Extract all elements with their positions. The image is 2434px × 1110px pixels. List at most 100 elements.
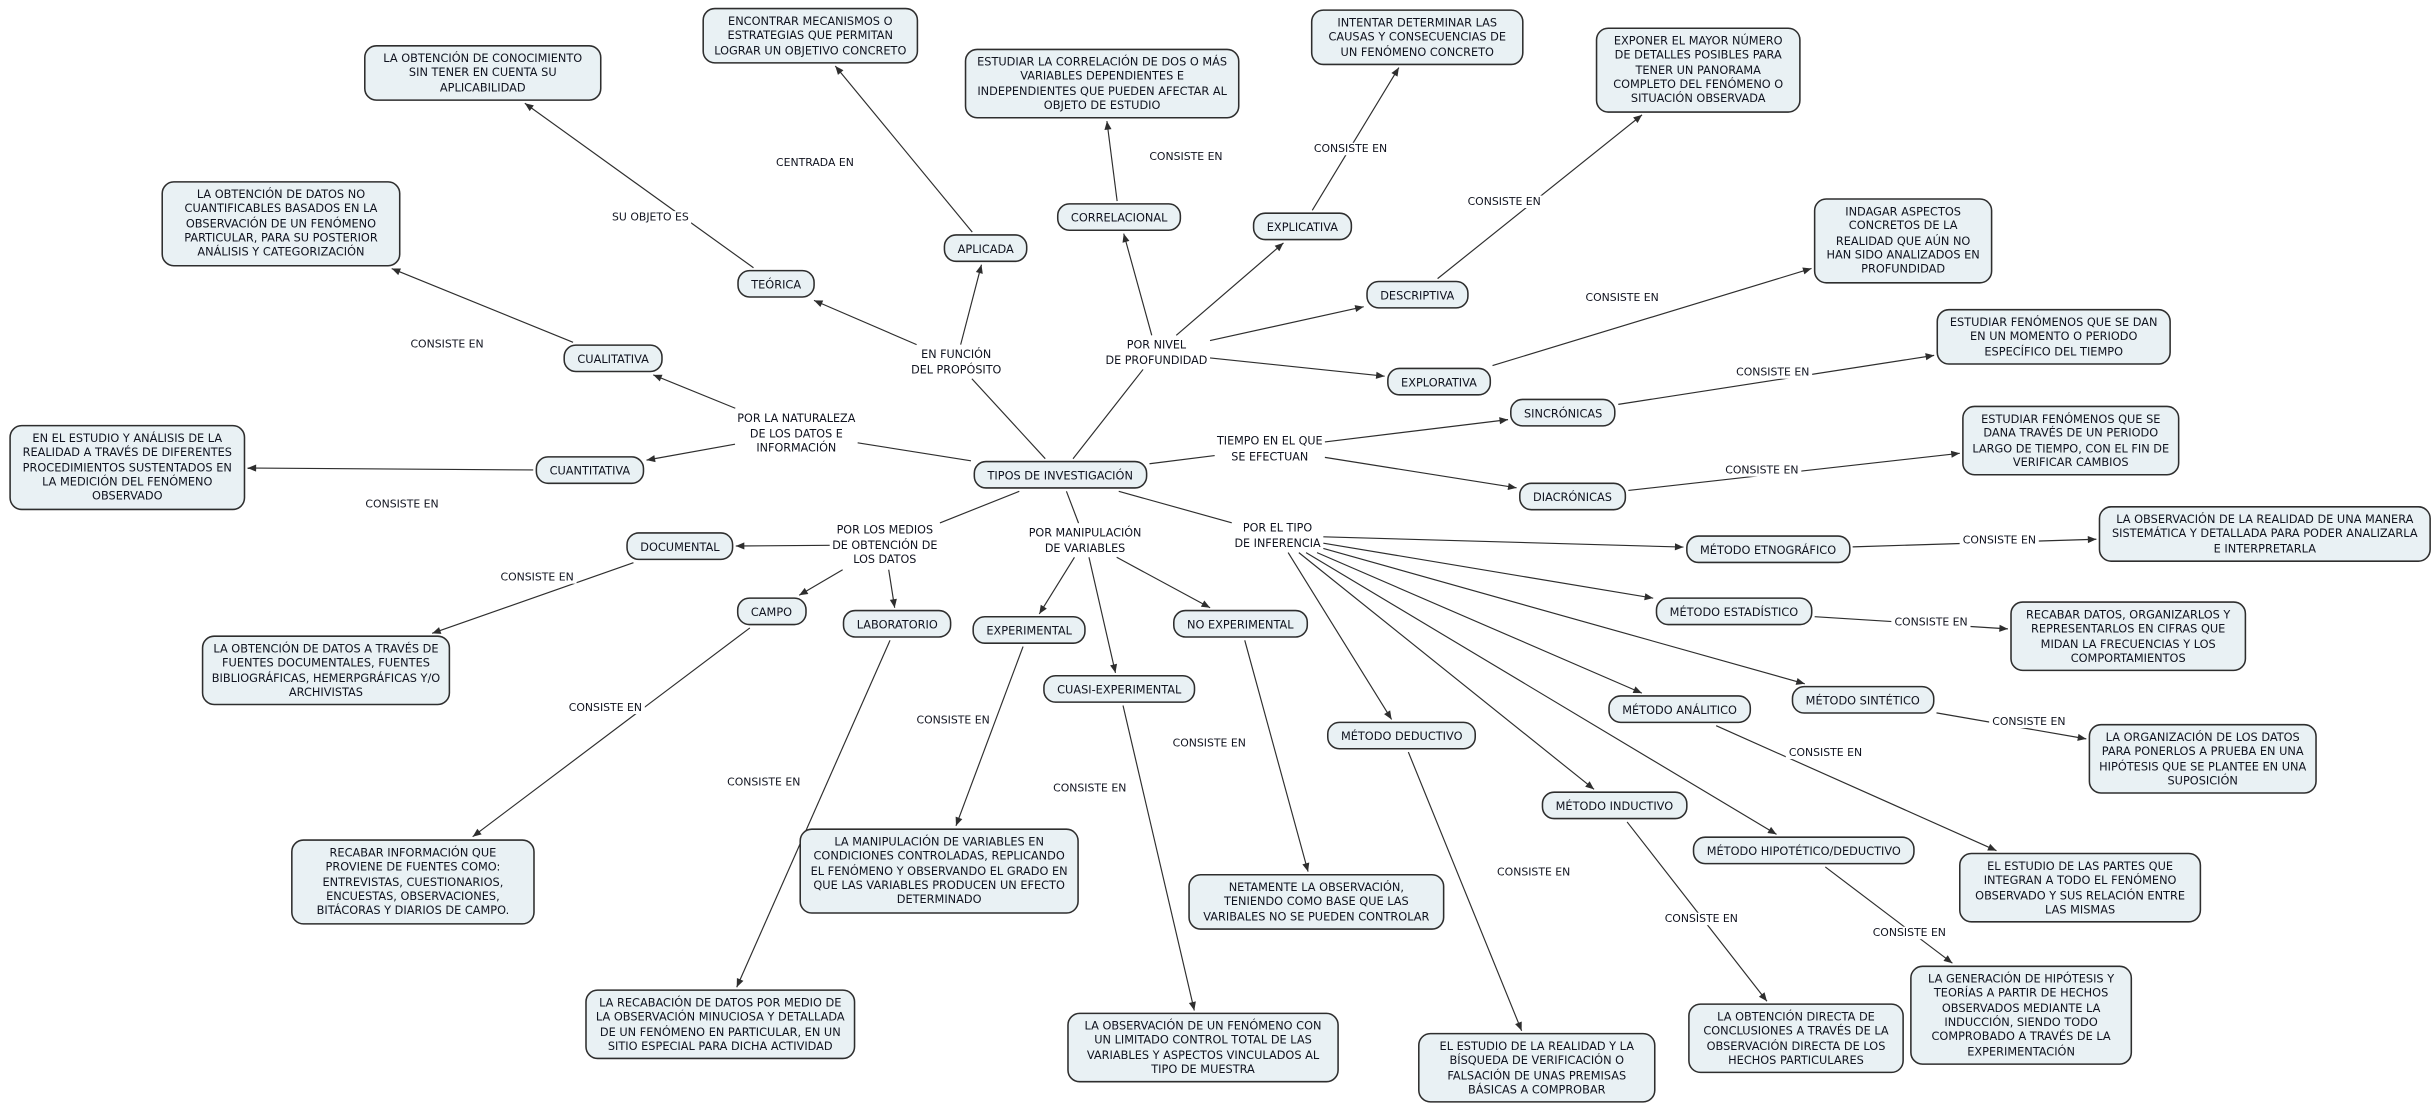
concept-node-explorativa[interactable]: EXPLORATIVA [1387,367,1491,397]
concept-node-teorica[interactable]: TEÓRICA [737,269,816,299]
concept-node-documental[interactable]: DOCUMENTAL [626,532,734,561]
concept-node-d-experimental[interactable]: LA MANIPULACIÓN DE VARIABLES EN CONDICIO… [799,828,1079,914]
concept-node-d-sincronicas[interactable]: ESTUDIAR FENÓMENOS QUE SE DAN EN UN MOME… [1936,308,2171,365]
concept-node-d-explorativa[interactable]: INDAGAR ASPECTOS CONCRETOS DE LA REALIDA… [1813,198,1993,284]
concept-node-d-documental[interactable]: LA OBTENCIÓN DE DATOS A TRAVÉS DE FUENTE… [201,635,451,706]
link-phrase-b-naturaleza[interactable]: POR LA NATURALEZA DE LOS DATOS E INFORMA… [737,410,856,455]
arrowhead-icon [735,542,745,550]
link-phrase-b-inferencia[interactable]: POR EL TIPO DE INFERENCIA [1234,520,1321,550]
connector-line [1324,456,1517,489]
link-label[interactable]: CONSISTE EN [1959,533,2040,547]
link-phrase-b-tiempo[interactable]: TIEMPO EN EL QUE SE EFECTUAN [1216,433,1323,463]
link-label[interactable]: CONSISTE EN [407,338,487,351]
concept-node-d-mdeductivo[interactable]: EL ESTUDIO DE LA REALIDAD Y LA BÍSQUEDA … [1418,1032,1656,1104]
link-label[interactable]: CONSISTE EN [497,571,577,584]
concept-node-mestadistico[interactable]: MÉTODO ESTADÍSTICO [1655,597,1813,626]
link-label[interactable]: CONSISTE EN [1169,737,1249,750]
arrowhead-icon [1200,600,1211,608]
link-label[interactable]: CONSISTE EN [565,701,646,715]
link-label[interactable]: CENTRADA EN [772,156,857,170]
concept-node-tipos[interactable]: TIPOS DE INVESTIGACIÓN [973,460,1147,490]
concept-node-descriptiva[interactable]: DESCRIPTIVA [1366,280,1469,310]
concept-node-d-campo[interactable]: RECABAR INFORMACIÓN QUE PROVIENE DE FUEN… [291,839,535,925]
connector-line [1407,751,1523,1031]
link-label[interactable]: CONSISTE EN [1989,715,2069,729]
connector-line [1065,491,1080,524]
concept-node-manalitico[interactable]: MÉTODO ANÁLITICO [1608,695,1751,724]
concept-node-mhipotetico[interactable]: MÉTODO HIPOTÉTICO/DEDUCTIVO [1692,836,1915,865]
connector-line [1072,369,1144,460]
arrowhead-icon [835,65,844,75]
connector-line [431,562,634,634]
concept-node-noexp[interactable]: NO EXPERIMENTAL [1173,609,1308,639]
concept-node-d-aplicada[interactable]: ENCONTRAR MECANISMOS O ESTRATEGIAS QUE P… [702,7,919,64]
link-label[interactable]: CONSISTE EN [1891,616,1971,629]
arrowhead-icon [1758,992,1767,1002]
link-label[interactable]: CONSISTE EN [1785,746,1866,760]
concept-node-d-laboratorio[interactable]: LA RECABACIÓN DE DATOS POR MEDIO DE LA O… [585,989,856,1060]
arrowhead-icon [1110,663,1118,673]
link-label[interactable]: CONSISTE EN [1146,150,1226,163]
link-label[interactable]: CONSISTE EN [1493,866,1574,879]
concept-node-campo[interactable]: CAMPO [736,597,807,626]
link-label[interactable]: SU OBJETO ES [608,211,692,224]
link-label[interactable]: CONSISTE EN [1733,366,1813,379]
link-phrase-b-manipulacion[interactable]: POR MANIPULACIÓN DE VARIABLES [1028,525,1142,555]
arrowhead-icon [1039,604,1047,614]
connector-line [653,374,736,409]
link-label[interactable]: CONSISTE EN [1582,291,1662,305]
link-phrase-b-nivel[interactable]: POR NIVEL DE PROFUNDIDAD [1105,337,1208,367]
link-phrase-b-proposito[interactable]: EN FUNCIÓN DEL PROPÓSITO [911,346,1002,376]
concept-node-d-teorica[interactable]: LA OBTENCIÓN DE CONOCIMIENTO SIN TENER E… [364,45,602,101]
link-label[interactable]: CONSISTE EN [724,776,804,789]
concept-node-aplicada[interactable]: APLICADA [943,234,1028,263]
concept-node-d-cuantitativa[interactable]: EN EL ESTUDIO Y ANÁLISIS DE LA REALIDAD … [9,424,246,510]
concept-node-d-mhipotetico[interactable]: LA GENERACIÓN DE HIPÓTESIS Y TEORÍAS A P… [1910,965,2133,1065]
link-label[interactable]: CONSISTE EN [1049,782,1130,795]
concept-node-minductivo[interactable]: MÉTODO INDUCTIVO [1541,791,1688,820]
connector-line [960,264,983,345]
concept-node-d-cualitativa[interactable]: LA OBTENCIÓN DE DATOS NO CUANTIFICABLES … [161,181,401,266]
arrowhead-icon [2087,535,2097,544]
concept-node-metnografico[interactable]: MÉTODO ETNOGRÁFICO [1686,535,1851,564]
connector-line [1149,454,1215,465]
concept-node-d-minductivo[interactable]: LA OBTENCIÓN DIRECTA DE CONCLUSIONES A T… [1688,1003,1904,1074]
connector-line [857,442,972,462]
concept-node-d-metnografico[interactable]: LA OBSERVACIÓN DE LA REALIDAD DE UNA MAN… [2098,506,2431,562]
concept-node-d-mestadistico[interactable]: RECABAR DATOS, ORGANIZARLOS Y REPRESENTA… [2010,601,2247,672]
concept-node-mdeductivo[interactable]: MÉTODO DEDUCTIVO [1326,721,1477,751]
arrowhead-icon [1802,267,1812,275]
link-label[interactable]: CONSISTE EN [362,498,442,511]
concept-node-d-msintetico[interactable]: LA ORGANIZACIÓN DE LOS DATOS PARA PONERL… [2088,723,2317,795]
concept-node-laboratorio[interactable]: LABORATORIO [842,609,952,639]
concept-node-d-diacronicas[interactable]: ESTUDIAR FENÓMENOS QUE SE DANA TRAVÉS DE… [1962,405,2180,477]
concept-node-msintetico[interactable]: MÉTODO SINTÉTICO [1791,685,1934,715]
concept-node-explicativa[interactable]: EXPLICATIVA [1252,212,1352,241]
concept-node-d-correlacional[interactable]: ESTUDIAR LA CORRELACIÓN DE DOS O MÁS VAR… [964,48,1240,119]
link-label[interactable]: CONSISTE EN [1722,464,1802,477]
concept-node-d-manalitico[interactable]: EL ESTUDIO DE LAS PARTES QUE INTEGRAN A … [1959,852,2202,924]
arrowhead-icon [1515,1021,1522,1031]
concept-node-diacronicas[interactable]: DIACRÓNICAS [1519,482,1626,511]
connector-line [736,640,891,988]
link-label[interactable]: CONSISTE EN [1310,142,1391,156]
concept-node-cualitativa[interactable]: CUALITATIVA [563,344,663,373]
link-label[interactable]: CONSISTE EN [1661,912,1742,926]
concept-node-cuasi[interactable]: CUASI-EXPERIMENTAL [1043,674,1196,704]
concept-node-cuantitativa[interactable]: CUANTITATIVA [535,456,645,485]
concept-node-experimental[interactable]: EXPERIMENTAL [972,616,1086,645]
concept-node-sincronicas[interactable]: SINCRÓNICAS [1510,398,1617,428]
connector-line [971,378,1046,460]
connector-line [1088,557,1117,674]
link-label[interactable]: CONSISTE EN [913,714,993,727]
concept-node-d-explicativa[interactable]: INTENTAR DETERMINAR LAS CAUSAS Y CONSECU… [1310,9,1524,66]
concept-node-d-cuasi[interactable]: LA OBSERVACIÓN DE UN FENÓMENO CON UN LIM… [1067,1012,1339,1083]
arrowhead-icon [955,816,963,826]
arrowhead-icon [646,455,656,463]
concept-node-d-descriptiva[interactable]: EXPONER EL MAYOR NÚMERO DE DETALLES POSI… [1595,27,1801,113]
link-label[interactable]: CONSISTE EN [1869,926,1950,940]
concept-node-correlacional[interactable]: CORRELACIONAL [1056,203,1182,232]
link-phrase-b-medios[interactable]: POR LOS MEDIOS DE OBTENCIÓN DE LOS DATOS [832,522,938,567]
link-label[interactable]: CONSISTE EN [1464,195,1544,209]
concept-node-d-noexp[interactable]: NETAMENTE LA OBSERVACIÓN, TENIENDO COMO … [1188,873,1445,930]
